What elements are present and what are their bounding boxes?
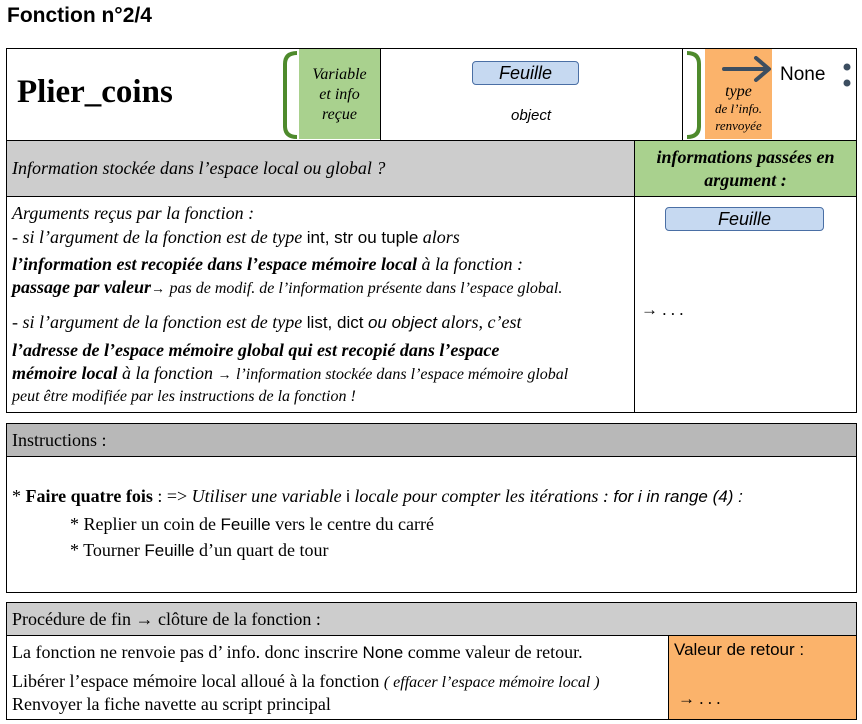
received-label-box <box>299 49 380 139</box>
ending-line-1: La fonction ne renvoie pas d’ info. donc… <box>12 642 583 662</box>
addr-line1: l’adresse de l’espace mémoire global qui… <box>12 340 500 360</box>
addr-line2: mémoire local à la fonction → l’informat… <box>12 363 569 383</box>
args-intro: Arguments reçus par la fonction : <box>12 203 255 223</box>
arg-dots: → . . . <box>641 300 684 319</box>
page-title: Fonction n°2/4 <box>7 4 152 27</box>
return-value-box <box>668 635 857 720</box>
colon-icon <box>843 63 851 87</box>
function-name: Plier_coins <box>17 74 173 110</box>
return-type-label: type de l’info. renvoyée <box>715 83 762 133</box>
instructions-header <box>6 423 857 457</box>
case2-line: - si l’argument de la fonction est de ty… <box>12 312 522 332</box>
args-body <box>634 196 857 413</box>
return-arrow-icon <box>722 56 771 82</box>
param-pill: Feuille <box>472 61 579 85</box>
storage-question: Information stockée dans l’espace local … <box>12 158 386 178</box>
ending-line-3: Renvoyer la fiche navette au script prin… <box>12 694 331 714</box>
instructions-body <box>6 456 857 593</box>
left-bracket-icon <box>283 51 298 139</box>
copy-line: l’information est recopiée dans l’espace… <box>12 254 523 274</box>
received-label: Variable et info reçue <box>312 66 367 123</box>
return-type: None <box>780 64 826 85</box>
return-value-dots: → . . . <box>678 689 721 708</box>
right-bracket-icon <box>686 51 701 139</box>
addr-line3: peut être modifiée par les instructions … <box>12 388 356 405</box>
instruction-line-3: * Tourner Feuille d’un quart de tour <box>70 540 329 560</box>
instruction-line-2: * Replier un coin de Feuille vers le cen… <box>70 514 434 534</box>
divider <box>380 49 381 140</box>
args-header-text: informations passées en argument : <box>656 147 835 190</box>
instruction-line-1: * Faire quatre fois : => Utiliser une va… <box>12 486 743 506</box>
param-type: object <box>510 107 552 124</box>
arg-pill: Feuille <box>665 207 824 231</box>
return-value-label: Valeur de retour : <box>674 640 805 659</box>
by-value-line: passage par valeur→ pas de modif. de l’i… <box>12 277 563 297</box>
case1-line: - si l’argument de la fonction est de ty… <box>12 227 460 247</box>
instructions-title: Instructions : <box>12 430 107 450</box>
ending-line-2: Libérer l’espace mémoire local alloué à … <box>12 671 600 691</box>
divider <box>682 49 683 140</box>
args-header <box>634 140 857 197</box>
ending-title: Procédure de fin → clôture de la fonctio… <box>12 609 321 629</box>
